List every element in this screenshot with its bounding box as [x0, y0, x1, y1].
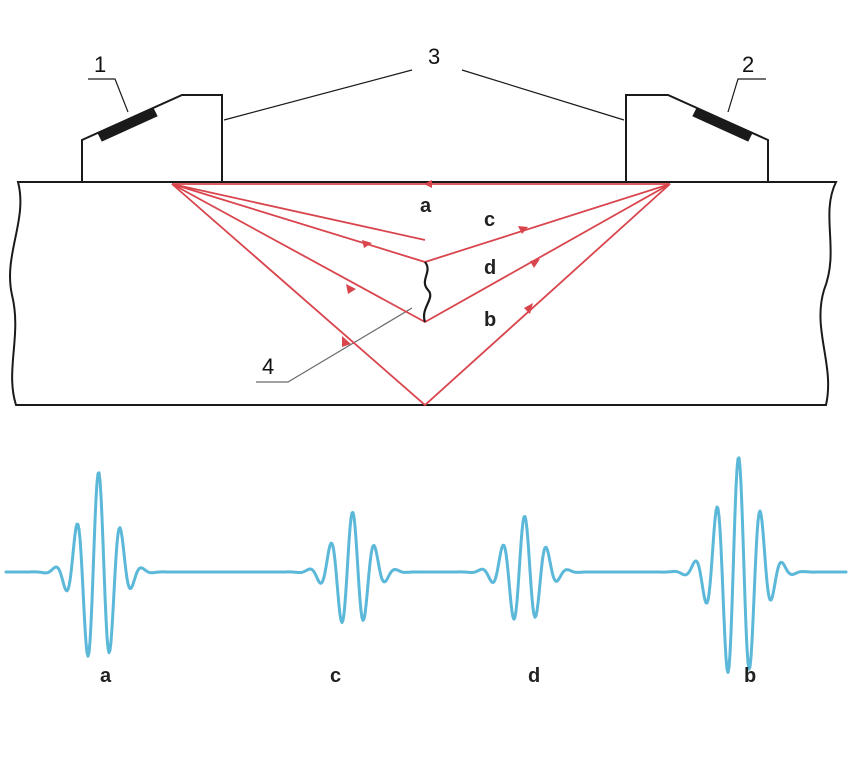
callout-1-label: 1 [94, 52, 106, 77]
transmitter-probe [97, 107, 158, 142]
callout-3-leader-left [223, 69, 413, 121]
arrow-a [424, 180, 432, 188]
ray-paths [171, 183, 671, 407]
callout-4-leader [256, 307, 413, 383]
ray-label-c: c [484, 209, 495, 231]
arrow-c-in [362, 240, 372, 248]
ray-label-d: d [484, 257, 496, 279]
wave-label-d: d [528, 665, 540, 687]
ascan-waveform [4, 456, 848, 674]
right-wedge [625, 94, 769, 182]
left-wedge [81, 94, 223, 182]
ray-b-backwall [171, 183, 671, 407]
arrow-d-out [530, 259, 540, 268]
ray-arrows [342, 180, 540, 347]
defect-crack [422, 261, 432, 323]
wave-label-b: b [744, 665, 756, 687]
wave-label-c: c [330, 665, 341, 687]
ray-fan-extra [171, 183, 426, 241]
arrow-d-in [346, 284, 356, 294]
ray-label-b: b [484, 309, 496, 331]
callout-2-label: 2 [742, 52, 754, 77]
receiver-probe [692, 107, 753, 142]
wave-label-a: a [100, 665, 112, 687]
callout-3-leader-right [461, 69, 625, 121]
arrow-c-out [518, 226, 528, 234]
callout-2-leader [727, 78, 766, 113]
callout-1-leader [88, 78, 129, 113]
callout-4-label: 4 [262, 354, 274, 379]
ray-label-a: a [420, 195, 432, 217]
callout-3-label: 3 [428, 44, 440, 69]
arrow-b-out [524, 303, 533, 314]
specimen-plate [9, 181, 838, 406]
arrow-b-in [342, 336, 351, 347]
